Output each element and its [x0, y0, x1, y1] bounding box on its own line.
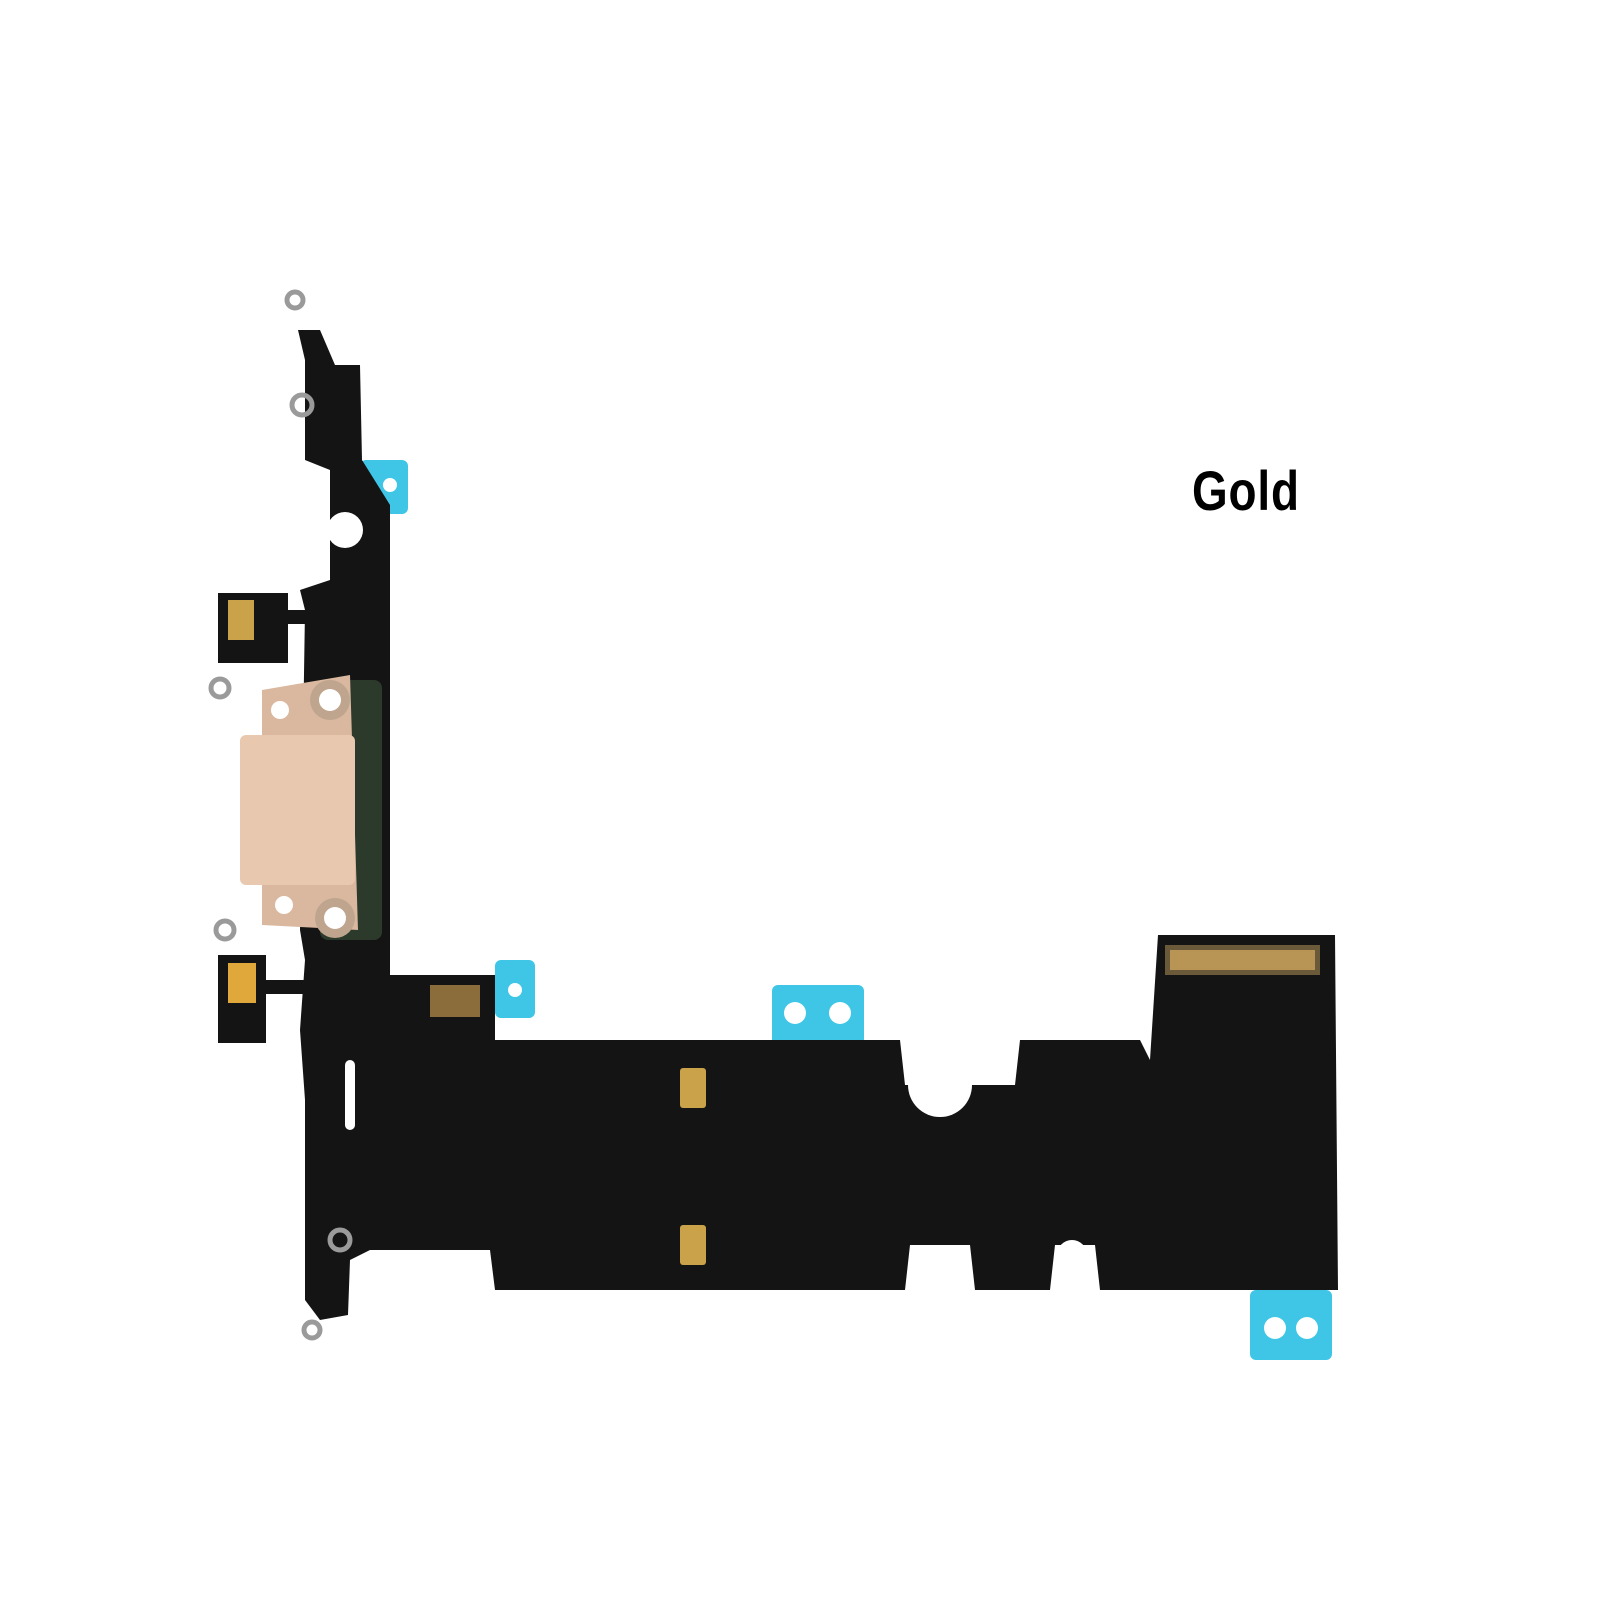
color-label: Gold [1192, 459, 1300, 522]
contacts [228, 600, 1320, 1265]
lightning-connector [240, 675, 382, 940]
metal-brackets [208, 289, 353, 1341]
